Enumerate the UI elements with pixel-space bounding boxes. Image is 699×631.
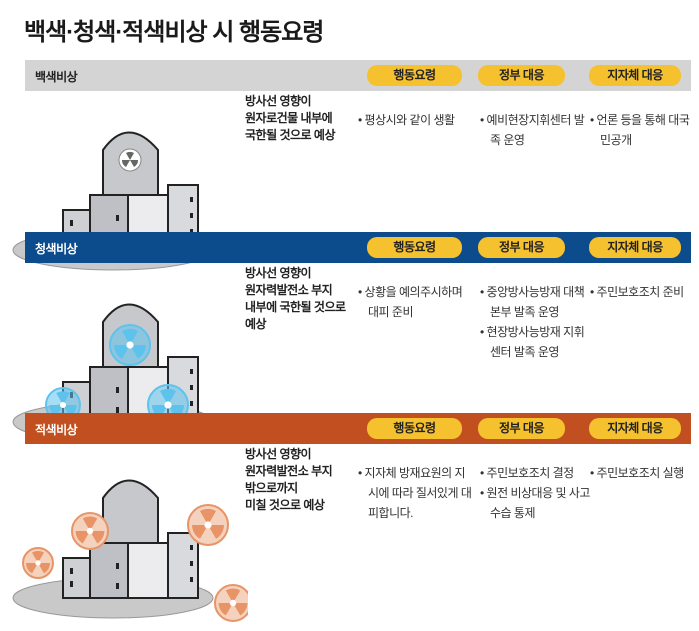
desc-line: 내부에 국한될 것으로 xyxy=(245,300,346,314)
action-header: 행동요령 xyxy=(367,237,462,258)
level-bar-0: 백색비상 행동요령 정부 대응 지자체 대응 xyxy=(25,60,691,91)
action-header: 행동요령 xyxy=(367,418,462,439)
government-item: 현장방사능방재 지휘센터 발족 운영 xyxy=(480,322,590,362)
nuclear-plant-illustration xyxy=(12,479,248,622)
action-list: 지자체 방재요원의 지시에 따라 질서있게 대피합니다. xyxy=(358,463,473,523)
government-header: 정부 대응 xyxy=(478,418,565,439)
government-item: 주민보호조치 결정 xyxy=(480,463,590,483)
government-item: 원전 비상대응 및 사고 수습 통제 xyxy=(480,483,591,523)
desc-line: 방사선 영향이 xyxy=(245,94,312,108)
government-list: 주민보호조치 결정원전 비상대응 및 사고 수습 통제 xyxy=(480,463,591,523)
action-item: 상황을 예의주시하며 대피 준비 xyxy=(358,282,473,322)
level-label: 청색비상 xyxy=(35,242,78,256)
government-item: 중앙방사능방재 대책본부 발족 운영 xyxy=(480,282,590,322)
government-list: 예비현장지휘센터 발족 운영 xyxy=(480,110,590,150)
level-label: 백색비상 xyxy=(35,70,78,84)
action-list: 상황을 예의주시하며 대피 준비 xyxy=(358,282,473,322)
government-header: 정부 대응 xyxy=(478,237,565,258)
radiation-icon xyxy=(187,504,229,546)
local-header: 지자체 대응 xyxy=(589,237,681,258)
level-label: 적색비상 xyxy=(35,423,78,437)
desc-line: 원자력발전소 부지 xyxy=(245,464,333,478)
level-bar-2: 적색비상 행동요령 정부 대응 지자체 대응 xyxy=(25,413,691,444)
radiation-icon xyxy=(71,512,109,550)
radiation-icon xyxy=(118,148,142,172)
action-item: 지자체 방재요원의 지시에 따라 질서있게 대피합니다. xyxy=(358,463,473,523)
local-header: 지자체 대응 xyxy=(589,418,681,439)
action-header: 행동요령 xyxy=(367,65,462,86)
local-item: 주민보호조치 준비 xyxy=(590,282,690,302)
local-list: 주민보호조치 준비 xyxy=(590,282,690,302)
desc-line: 밖으로까지 xyxy=(245,481,298,495)
level-bar-1: 청색비상 행동요령 정부 대응 지자체 대응 xyxy=(25,232,691,263)
desc-line: 방사선 영향이 xyxy=(245,266,312,280)
local-item: 언론 등을 통해 대국민공개 xyxy=(590,110,690,150)
desc-line: 예상 xyxy=(245,317,267,331)
desc-line: 원자력발전소 부지 xyxy=(245,283,333,297)
desc-line: 국한될 것으로 예상 xyxy=(245,128,336,142)
action-item: 평상시와 같이 생활 xyxy=(358,110,473,130)
government-header: 정부 대응 xyxy=(478,65,565,86)
government-item: 예비현장지휘센터 발족 운영 xyxy=(480,110,590,150)
local-list: 언론 등을 통해 대국민공개 xyxy=(590,110,690,150)
radiation-icon xyxy=(214,584,248,622)
local-item: 주민보호조치 실행 xyxy=(590,463,690,483)
desc-line: 원자로건물 내부에 xyxy=(245,111,333,125)
desc-line: 미칠 것으로 예상 xyxy=(245,498,325,512)
desc-line: 방사선 영향이 xyxy=(245,447,312,461)
page-title: 백색·청색·적색비상 시 행동요령 xyxy=(24,19,324,46)
local-header: 지자체 대응 xyxy=(589,65,681,86)
radiation-icon xyxy=(22,547,54,579)
local-list: 주민보호조치 실행 xyxy=(590,463,690,483)
government-list: 중앙방사능방재 대책본부 발족 운영현장방사능방재 지휘센터 발족 운영 xyxy=(480,282,590,362)
action-list: 평상시와 같이 생활 xyxy=(358,110,473,130)
radiation-icon xyxy=(109,324,151,366)
